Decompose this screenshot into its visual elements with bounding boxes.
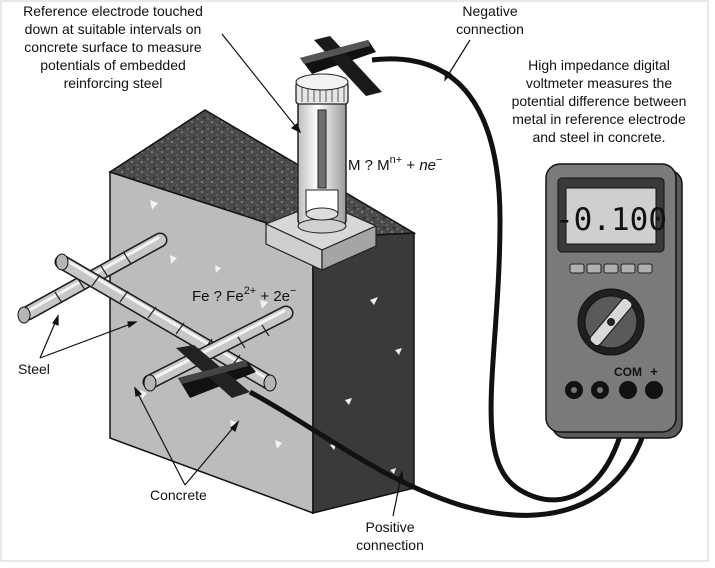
svg-text:reinforcing steel: reinforcing steel: [64, 75, 163, 91]
svg-text:connection: connection: [356, 537, 424, 553]
positive-lead-wire: [248, 389, 655, 518]
meter-reading: -0.100: [555, 202, 667, 238]
svg-text:potentials of embedded: potentials of embedded: [40, 57, 186, 73]
concrete-side-face: [312, 232, 415, 514]
metal-oxidation-equation: M ? Mn+ + ne−: [348, 154, 442, 174]
svg-text:Positive: Positive: [365, 519, 414, 535]
com-label: COM: [614, 365, 642, 379]
meter-button-3[interactable]: [603, 263, 619, 274]
svg-text:connection: connection: [456, 21, 524, 37]
negative-lead-wire: [371, 56, 631, 503]
steel-bar-long: [54, 253, 277, 392]
meter-button-1[interactable]: [569, 263, 585, 274]
meter-display: [565, 187, 657, 245]
plus-label: +: [650, 364, 658, 379]
svg-text:and steel in concrete.: and steel in concrete.: [532, 129, 665, 145]
svg-text:concrete surface to measure: concrete surface to measure: [24, 39, 202, 55]
digital-voltmeter: -0.100 COM +: [545, 163, 683, 439]
svg-text:High impedance digital: High impedance digital: [528, 57, 670, 73]
positive-clip: [176, 345, 256, 398]
meter-button-4[interactable]: [620, 263, 636, 274]
reinforcing-steel: [17, 232, 294, 398]
svg-text:voltmeter measures the: voltmeter measures the: [526, 75, 672, 91]
meter-buttons[interactable]: [569, 263, 653, 274]
iron-oxidation-equation: Fe ? Fe2+ + 2e−: [192, 285, 296, 305]
negative-clip: [300, 36, 382, 96]
range-selector-dial[interactable]: [577, 288, 645, 356]
electrode-rod: [317, 109, 327, 189]
label-positive-connection: Positive connection: [356, 519, 424, 553]
label-reference-electrode: Reference electrode touched down at suit…: [23, 3, 203, 91]
label-steel: Steel: [18, 361, 50, 377]
label-negative-connection: Negative connection: [456, 3, 524, 37]
label-voltmeter-description: High impedance digital voltmeter measure…: [512, 57, 687, 145]
reference-electrode: [264, 36, 382, 271]
plus-jack[interactable]: [645, 381, 663, 399]
input-jacks: [565, 381, 663, 399]
label-concrete: Concrete: [150, 487, 207, 503]
meter-button-2[interactable]: [586, 263, 602, 274]
leader-arrows: [39, 33, 471, 517]
steel-bar-lower: [142, 305, 294, 392]
com-jack[interactable]: [619, 381, 637, 399]
svg-text:down at suitable intervals on: down at suitable intervals on: [25, 21, 202, 37]
svg-text:Negative: Negative: [462, 3, 517, 19]
svg-text:potential difference between: potential difference between: [512, 93, 687, 109]
svg-text:Reference electrode touched: Reference electrode touched: [23, 3, 203, 19]
meter-button-5[interactable]: [637, 263, 653, 274]
svg-text:metal in reference electrode: metal in reference electrode: [512, 111, 686, 127]
